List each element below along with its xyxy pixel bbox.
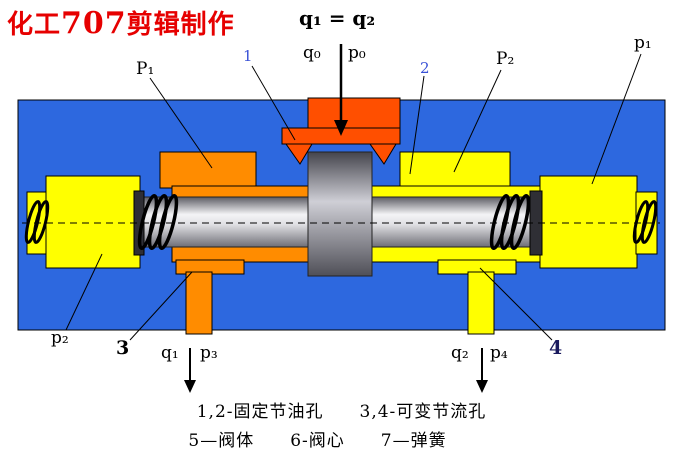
outlet-stem-right <box>467 271 495 335</box>
callout-p1-right: p₁ <box>634 33 652 53</box>
inlet-pressure-label: p₀ <box>348 43 366 63</box>
callout-orifice-2: 2 <box>420 59 430 77</box>
watermark-suffix: 剪辑制作 <box>126 10 235 40</box>
leader-p1-top <box>149 77 213 169</box>
outlet-flow-arrow-left <box>184 348 196 393</box>
leader-orifice-1 <box>251 65 296 141</box>
callout-p1-top: P₁ <box>136 59 155 79</box>
leader-port-4 <box>479 267 553 341</box>
spool-center-land <box>307 151 373 277</box>
leader-p2-left <box>65 253 103 331</box>
inlet-flow-label: q₀ <box>303 43 321 63</box>
fixed-orifice-2 <box>369 143 397 165</box>
outlet-left-flow-label: q₁ <box>161 343 179 363</box>
callout-p2-left: p₂ <box>51 328 69 348</box>
watermark-title: 化工707剪辑制作 <box>7 8 235 40</box>
legend-line-1: 1,2-固定节油孔 3,4-可变节流孔 <box>196 402 487 422</box>
callout-orifice-1: 1 <box>243 47 253 65</box>
leader-orifice-2 <box>409 75 425 175</box>
spring-right <box>489 194 658 250</box>
watermark-prefix: 化工 <box>7 10 62 40</box>
flow-equation: q₁ = q₂ <box>299 6 376 30</box>
leader-p1-right <box>591 53 642 185</box>
leader-port-3 <box>129 271 193 341</box>
outlet-flow-arrow-right <box>476 348 488 393</box>
callout-port-3: 3 <box>116 337 130 359</box>
outlet-right-pressure-label: p₄ <box>490 343 508 363</box>
callout-p2-top: P₂ <box>496 49 515 69</box>
legend-line-2: 5—阀体 6-阀心 7—弹簧 <box>188 431 447 451</box>
callout-port-4: 4 <box>549 337 563 359</box>
outlet-right-flow-label: q₂ <box>451 343 469 363</box>
outlet-stem-left <box>185 271 213 335</box>
fixed-orifice-1 <box>285 143 313 165</box>
outlet-left-pressure-label: p₃ <box>200 343 218 363</box>
inlet-flow-arrow <box>334 44 348 136</box>
watermark-number: 707 <box>61 6 127 41</box>
leader-p2-top <box>453 69 502 173</box>
spring-left <box>24 194 179 250</box>
leader-lines <box>65 53 642 341</box>
